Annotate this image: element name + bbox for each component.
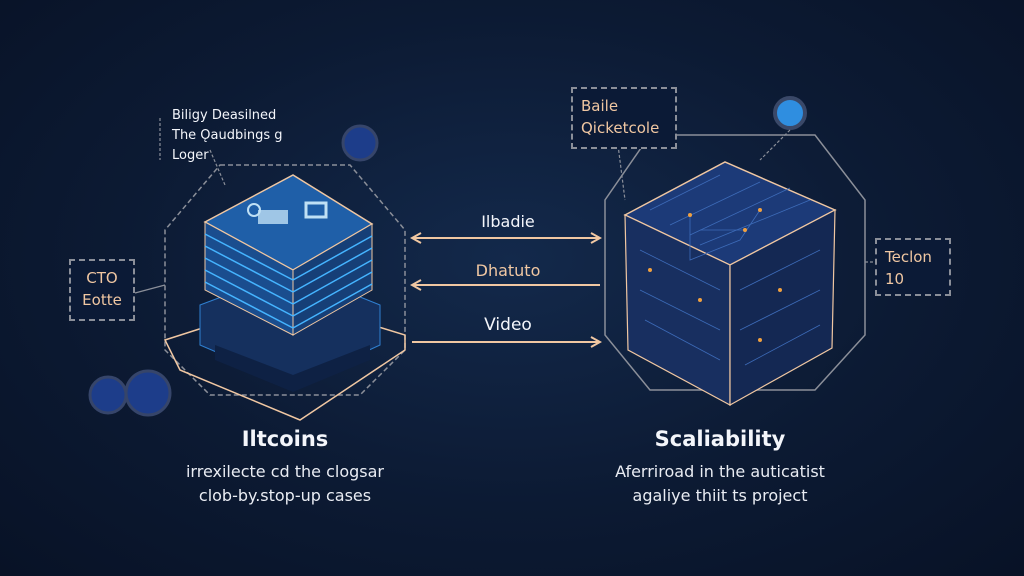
- blockchain-stack-icon: [203, 174, 374, 336]
- note-line: The Ǫaudbings g: [172, 128, 283, 143]
- left-note: Biligy Deasilned The Ǫaudbings g Loger: [172, 106, 283, 166]
- desc-line: irrexilecte cd the clogsar: [185, 462, 385, 481]
- note-line: Loger: [172, 148, 209, 163]
- note-line: Biligy Deasilned: [172, 108, 277, 123]
- box-line: Baile: [581, 97, 619, 115]
- left-label-box: CTO Eotte: [69, 259, 135, 321]
- box-line: Teclon: [885, 248, 932, 266]
- box-line: Eotte: [82, 291, 122, 309]
- right-side-label-box: Teclon 10: [875, 238, 951, 296]
- box-line: Qicketcole: [581, 119, 660, 137]
- right-hex-outline: [604, 134, 866, 391]
- node-circle-bright: [773, 96, 807, 130]
- desc-line: Aferriroad in the auticatist: [615, 462, 825, 481]
- arrow-label: Video: [484, 315, 532, 335]
- arrow-label: Ilbadie: [481, 212, 535, 231]
- arrow-label: Dhatuto: [475, 261, 541, 280]
- desc-line: agaliye thiit ts project: [632, 486, 808, 505]
- left-base-outline: [163, 299, 406, 421]
- left-panel-title: Iltcoins: [241, 427, 329, 451]
- left-panel-desc: irrexilecte cd the clogsar clob-by.stop-…: [125, 460, 445, 508]
- box-line: 10: [885, 270, 905, 288]
- box-line: CTO: [86, 269, 118, 287]
- cube-icon: [623, 161, 837, 407]
- right-panel-title: Scaliability: [654, 427, 786, 451]
- desc-line: clob-by.stop-up cases: [198, 486, 372, 505]
- left-hex-outline: [164, 164, 406, 396]
- node-circle: [124, 369, 172, 417]
- right-top-label-box: Baile Qicketcole: [571, 87, 677, 149]
- right-panel-desc: Aferriroad in the auticatist agaliye thi…: [560, 460, 880, 508]
- node-circle: [88, 375, 128, 415]
- node-circle: [341, 124, 379, 162]
